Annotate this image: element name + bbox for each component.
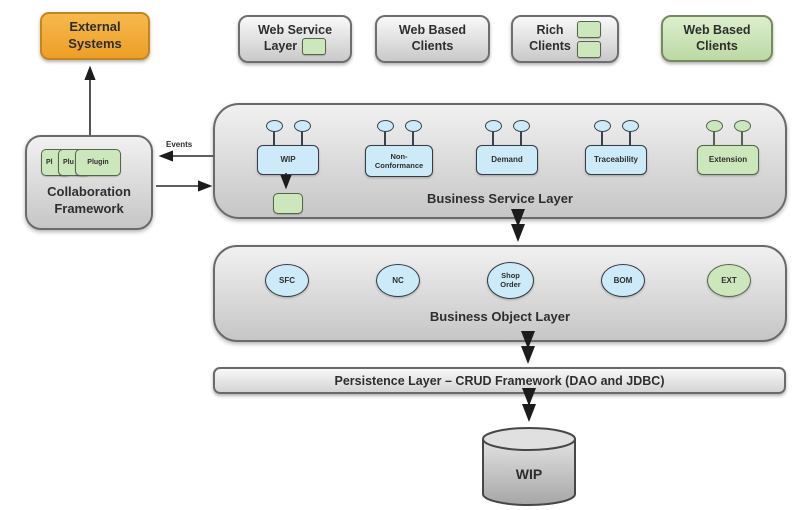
plugin-label: Pl	[46, 158, 53, 166]
object-nc: NC	[376, 264, 420, 297]
persistence-layer-bar: Persistence Layer – CRUD Framework (DAO …	[213, 367, 786, 394]
service-component-traceability: Traceability	[585, 145, 647, 175]
interface-port-icon	[294, 120, 311, 146]
web-service-layer-line2-row: Layer	[263, 38, 327, 55]
web-service-layer-line1: Web Service	[257, 23, 333, 37]
rich-clients-box: Rich Clients	[511, 15, 619, 63]
object-label: EXT	[721, 275, 737, 285]
web-based-clients-right-label: Web Based Clients	[683, 22, 751, 53]
plugin-label: Plugin	[87, 158, 109, 166]
web-service-layer-box: Web Service Layer	[238, 15, 352, 63]
rich-clients-label: Rich Clients	[529, 23, 571, 53]
plugin-slot-icon	[576, 40, 601, 58]
business-object-layer-title: Business Object Layer	[429, 309, 571, 324]
plugin-label: Plu	[63, 158, 74, 166]
service-component-wip: WIP	[257, 145, 319, 175]
plugin-slot-icon	[302, 38, 327, 55]
object-shop-order: Shop Order	[487, 262, 534, 299]
object-bom: BOM	[601, 264, 645, 297]
object-label: SFC	[279, 275, 295, 285]
wip-database-label: WIP	[515, 466, 543, 482]
object-sfc: SFC	[265, 264, 309, 297]
business-service-layer-title: Business Service Layer	[427, 191, 573, 206]
external-systems-label: External Systems	[68, 19, 122, 51]
interface-port-icon	[377, 120, 394, 146]
web-based-clients-right-box: Web Based Clients	[661, 15, 773, 62]
interface-port-icon	[485, 120, 502, 146]
interface-port-icon	[594, 120, 611, 146]
interface-port-icon	[622, 120, 639, 146]
service-component-demand: Demand	[476, 145, 538, 175]
external-systems-box: External Systems	[40, 12, 150, 60]
interface-port-icon	[266, 120, 283, 146]
web-service-layer-line2: Layer	[263, 39, 298, 53]
database-cylinder-icon	[482, 427, 576, 506]
interface-port-icon	[734, 120, 751, 146]
service-component-extension: Extension	[697, 145, 759, 175]
component-label: WIP	[280, 155, 296, 165]
component-label: Extension	[708, 155, 748, 165]
plugin-slot-icon	[576, 20, 601, 38]
persistence-layer-label: Persistence Layer – CRUD Framework (DAO …	[334, 373, 665, 388]
web-based-clients-left-box: Web Based Clients	[375, 15, 490, 63]
service-component-non-conformance: Non- Conformance	[365, 145, 433, 177]
collaboration-framework-label: Collaboration Framework	[47, 184, 131, 217]
object-ext: EXT	[707, 264, 751, 297]
object-label: Shop Order	[500, 270, 521, 289]
component-label: Non- Conformance	[374, 152, 424, 170]
component-label: Traceability	[593, 155, 639, 165]
rich-clients-slots	[576, 20, 601, 58]
interface-port-icon	[513, 120, 530, 146]
object-label: BOM	[613, 275, 633, 285]
wip-extension-box	[273, 193, 303, 214]
interface-port-icon	[405, 120, 422, 146]
business-service-layer: Business Service Layer WIP Non- Conforma…	[213, 103, 787, 219]
interface-port-icon	[706, 120, 723, 146]
web-based-clients-left-label: Web Based Clients	[398, 23, 467, 53]
wip-database: WIP	[480, 426, 578, 508]
business-object-layer: Business Object Layer SFC NC Shop Order …	[213, 245, 787, 342]
events-label: Events	[166, 140, 193, 149]
plugin-box: Plugin	[75, 149, 121, 176]
object-label: NC	[392, 275, 404, 285]
component-label: Demand	[491, 155, 523, 165]
collaboration-framework-box: Collaboration Framework Pl Plu Plugin	[25, 135, 153, 230]
